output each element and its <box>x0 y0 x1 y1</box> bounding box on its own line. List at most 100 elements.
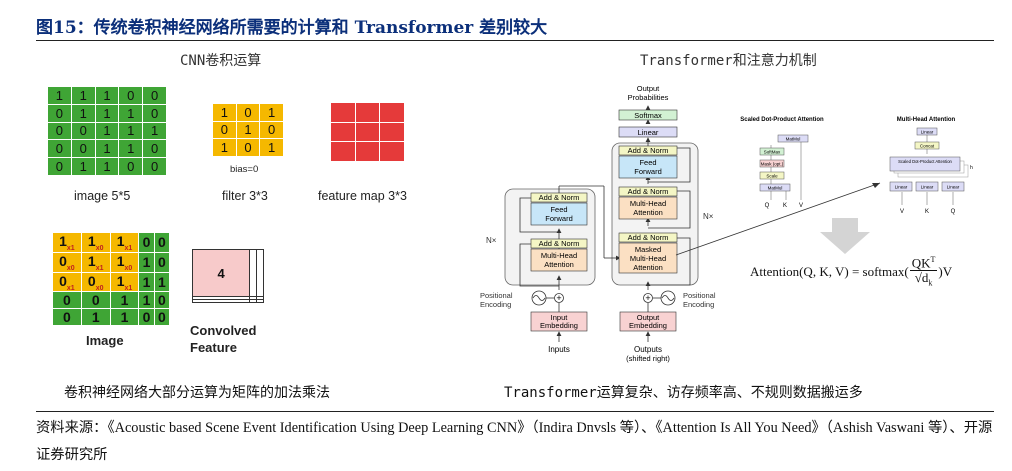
bias-label: bias=0 <box>230 164 259 175</box>
svg-text:Forward: Forward <box>545 214 573 223</box>
svg-text:Output: Output <box>637 84 660 93</box>
convolved-feature-grid: 4 <box>191 248 264 303</box>
conv-image-cell: 1 <box>109 291 140 310</box>
transformer-architecture-diagram: Add & Norm Feed Forward Add & Norm Multi… <box>480 84 716 363</box>
svg-text:Encoding: Encoding <box>480 300 511 309</box>
feature-map-cell <box>379 141 405 162</box>
svg-text:Feed: Feed <box>639 158 656 167</box>
top-rule <box>36 40 994 41</box>
conv-window-cell: 1x1 <box>109 232 140 253</box>
svg-text:Linear: Linear <box>895 185 908 190</box>
svg-text:Embedding: Embedding <box>540 321 578 330</box>
convolved-empty-cell <box>191 299 251 303</box>
grid-cell: 0 <box>47 139 72 159</box>
conv-window-cell: 1x0 <box>80 232 111 253</box>
svg-text:Masked: Masked <box>635 245 661 254</box>
svg-text:Linear: Linear <box>638 128 659 137</box>
grid-cell: 1 <box>212 138 237 157</box>
svg-text:Softmax: Softmax <box>634 111 662 120</box>
source-note: 资料来源：《Acoustic based Scene Event Identif… <box>36 420 993 463</box>
conv-weight-subscript: x1 <box>124 284 133 292</box>
figure-title: 图15：传统卷积神经网络所需要的计算和 Transformer 差别较大 <box>36 18 548 38</box>
conv-weight-subscript: x0 <box>66 264 75 272</box>
attention-link-arrow <box>675 182 881 256</box>
grid-cell: 1 <box>212 103 237 122</box>
conv-image-cell: 1 <box>138 291 155 310</box>
grid-cell: 1 <box>70 86 96 105</box>
feature-map-cell <box>354 121 381 143</box>
decoder-multi-head-attention <box>618 196 678 220</box>
conv-image-cell: 0 <box>153 251 171 273</box>
conv-image-cell: 1 <box>153 271 171 293</box>
convolved-value-cell: 4 <box>191 248 251 298</box>
grid-cell: 0 <box>118 86 144 105</box>
conv-window-cell: 1x1 <box>109 271 140 293</box>
transformer-bottom-caption: Transformer运算复杂、访存频率高、不规则数据搬运多 <box>504 385 863 401</box>
grid-cell: 1 <box>70 157 96 176</box>
grid-cell: 1 <box>142 121 167 141</box>
decoder-add-norm-2 <box>618 186 678 197</box>
decoder-add-norm-3 <box>618 145 678 156</box>
grid-cell: 0 <box>118 157 144 176</box>
conv-image-cell: 0 <box>153 291 171 310</box>
conv-window-cell: 0x0 <box>52 251 82 273</box>
grid-cell: 0 <box>212 120 237 140</box>
conv-image-cell: 1 <box>138 271 155 293</box>
input-embedding <box>530 311 588 332</box>
svg-text:h: h <box>970 165 973 171</box>
grid-cell: 1 <box>259 103 284 122</box>
svg-text:Scaled Dot-Product Attention: Scaled Dot-Product Attention <box>898 159 952 164</box>
feature-map-cell <box>379 102 405 123</box>
output-embedding <box>619 311 677 332</box>
svg-text:+: + <box>556 293 561 303</box>
svg-text:Feed: Feed <box>550 205 567 214</box>
conv-image-cell: 0 <box>52 291 82 310</box>
grid-cell: 1 <box>118 121 144 141</box>
grid-cell: 1 <box>118 103 144 123</box>
encoder-add-norm-1 <box>530 238 588 249</box>
conv-weight-subscript: x1 <box>95 264 104 272</box>
convolved-label-line1: Convolved <box>190 323 257 338</box>
svg-text:Q: Q <box>765 203 770 209</box>
svg-text:Attention: Attention <box>633 263 663 272</box>
feature-map-cell <box>330 121 356 143</box>
svg-text:Probabilities: Probabilities <box>628 93 669 102</box>
conv-weight-subscript: x0 <box>95 284 104 292</box>
svg-text:Encoding: Encoding <box>683 300 714 309</box>
filter-caption: filter 3*3 <box>222 189 268 203</box>
feature-map-grid <box>330 102 405 162</box>
decoder-add-norm-1 <box>618 232 678 243</box>
grid-cell: 0 <box>142 157 167 176</box>
conv-weight-subscript: x1 <box>124 244 133 252</box>
grid-cell: 1 <box>235 120 261 140</box>
conv-image-cell: 1 <box>109 308 140 327</box>
svg-text:K: K <box>783 203 787 209</box>
cnn-heading: CNN卷积运算 <box>180 53 262 69</box>
feature-map-cell <box>330 102 356 123</box>
grid-cell: 1 <box>94 139 120 159</box>
multi-head-attention-diagram: Multi-Head Attention Linear Concat Scale… <box>889 117 973 215</box>
encoder-add-norm-2 <box>530 192 588 203</box>
svg-text:Multi-Head: Multi-Head <box>630 199 666 208</box>
svg-text:K: K <box>925 209 929 215</box>
svg-text:SoftMax: SoftMax <box>764 150 781 155</box>
decoder-feed-forward <box>618 155 678 179</box>
feature-map-cell <box>354 141 381 162</box>
image-caption: image 5*5 <box>74 189 131 203</box>
grid-cell: 0 <box>47 157 72 176</box>
decoder-nx: N× <box>703 212 714 221</box>
bottom-rule <box>36 411 994 412</box>
conv-image-cell: 0 <box>153 308 171 327</box>
conv-window-cell: 0x0 <box>80 271 111 293</box>
svg-text:Add & Norm: Add & Norm <box>539 193 580 202</box>
scaled-dot-product-attention-diagram: Scaled Dot-Product Attention MatMul Soft… <box>740 117 824 209</box>
encoder-nx: N× <box>486 236 497 245</box>
grid-cell: 1 <box>47 86 72 105</box>
grid-cell: 0 <box>70 139 96 159</box>
down-arrow-icon <box>820 218 870 254</box>
grid-cell: 0 <box>142 139 167 159</box>
grid-cell: 0 <box>235 138 261 157</box>
svg-text:Inputs: Inputs <box>548 345 570 354</box>
conv-image-cell: 1 <box>80 308 111 327</box>
